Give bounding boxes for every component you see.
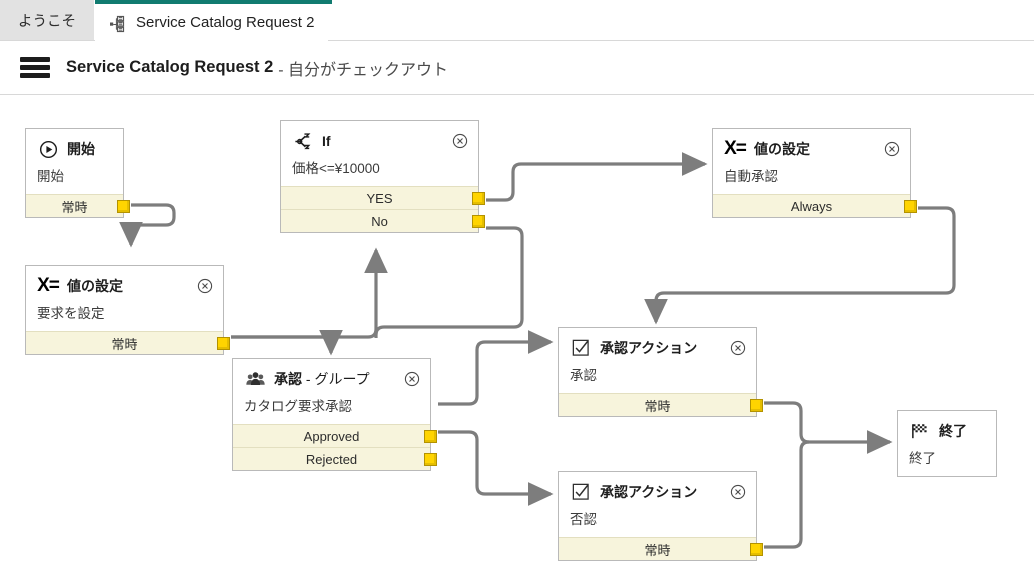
node-set-values-request-port-label: 常時 bbox=[111, 336, 138, 352]
node-approval-group-title: 承認 - グループ bbox=[274, 369, 398, 389]
node-if-port-no-dot[interactable] bbox=[472, 215, 485, 228]
node-approval-action-reject-header: 承認アクション bbox=[559, 472, 756, 507]
node-approval-group-port-rejected-dot[interactable] bbox=[424, 453, 437, 466]
node-approval-group-port-rejected[interactable]: Rejected bbox=[233, 447, 437, 470]
node-set-values-request-title: 値の設定 bbox=[67, 278, 123, 294]
wire-start-to-set-values bbox=[119, 203, 176, 248]
tab-bar-underline-gap bbox=[95, 40, 328, 41]
node-approval-action-approve[interactable]: 承認アクション 承認 常時 bbox=[558, 327, 763, 417]
node-approval-action-approve-port-label: 常時 bbox=[644, 398, 671, 414]
wire-reject-action-to-end bbox=[764, 440, 810, 549]
wire-rejected-to-reject-action bbox=[438, 430, 554, 506]
node-if-port-no-label: No bbox=[371, 213, 388, 229]
node-approval-group-title-main: 承認 bbox=[274, 371, 302, 387]
node-approval-group-subtitle: カタログ要求承認 bbox=[244, 399, 352, 414]
node-if[interactable]: If 価格<=¥10000 YES No bbox=[280, 120, 485, 233]
node-approval-action-reject-port-always[interactable]: 常時 bbox=[559, 537, 763, 560]
node-end-subtitle: 終了 bbox=[909, 451, 936, 466]
close-icon[interactable] bbox=[884, 141, 900, 157]
node-approval-action-approve-port-always[interactable]: 常時 bbox=[559, 393, 763, 416]
wire-set-values-to-if bbox=[231, 247, 388, 339]
close-icon[interactable] bbox=[452, 133, 468, 149]
node-approval-group-port-approved-dot[interactable] bbox=[424, 430, 437, 443]
node-approval-group[interactable]: 承認 - グループ カタログ要求承認 Approved Rejected bbox=[232, 358, 437, 471]
node-approval-action-approve-header: 承認アクション bbox=[559, 328, 756, 363]
page-title-status: - 自分がチェックアウト bbox=[278, 61, 449, 79]
branch-icon bbox=[292, 130, 314, 152]
wire-always-to-approve-action bbox=[644, 206, 956, 325]
flag-icon bbox=[909, 420, 931, 442]
set-values-icon: X= bbox=[724, 138, 747, 159]
node-set-values-auto-port-dot[interactable] bbox=[904, 200, 917, 213]
close-icon[interactable] bbox=[730, 484, 746, 500]
node-if-port-yes-label: YES bbox=[366, 190, 393, 206]
node-approval-group-title-suffix: - グループ bbox=[305, 371, 370, 387]
node-if-title: If bbox=[322, 133, 331, 149]
close-icon[interactable] bbox=[730, 340, 746, 356]
close-icon[interactable] bbox=[404, 371, 420, 387]
node-start-port-label: 常時 bbox=[61, 199, 88, 215]
node-approval-action-reject-port-label: 常時 bbox=[644, 542, 671, 558]
node-approval-action-approve-subtitle: 承認 bbox=[570, 368, 597, 383]
node-approval-group-header: 承認 - グループ bbox=[233, 359, 430, 394]
node-if-port-yes[interactable]: YES bbox=[281, 186, 485, 209]
tab-welcome[interactable]: ようこそ bbox=[0, 0, 95, 41]
node-start-title: 開始 bbox=[67, 141, 95, 157]
node-start[interactable]: 開始 開始 常時 bbox=[25, 128, 130, 218]
node-approval-action-approve-title: 承認アクション bbox=[600, 340, 698, 356]
node-set-values-request[interactable]: X= 値の設定 要求を設定 常時 bbox=[25, 265, 230, 355]
node-set-values-auto-port-always[interactable]: Always bbox=[713, 194, 917, 217]
node-set-values-request-subtitle: 要求を設定 bbox=[37, 306, 105, 321]
checkbox-icon bbox=[570, 337, 592, 359]
node-approval-action-reject-title: 承認アクション bbox=[600, 484, 698, 500]
close-icon[interactable] bbox=[197, 278, 213, 294]
node-start-port-always[interactable]: 常時 bbox=[26, 194, 130, 217]
node-approval-action-reject-port-dot[interactable] bbox=[750, 543, 763, 556]
connector-layer bbox=[119, 152, 956, 549]
set-values-icon: X= bbox=[37, 275, 60, 296]
node-approval-action-approve-port-dot[interactable] bbox=[750, 399, 763, 412]
node-start-subtitle: 開始 bbox=[37, 169, 64, 184]
node-set-values-auto-port-label: Always bbox=[790, 198, 833, 214]
node-if-header: If bbox=[281, 121, 478, 156]
wire-if-yes-to-auto-approve bbox=[486, 152, 708, 202]
node-set-values-auto-header: X= 値の設定 bbox=[713, 129, 910, 164]
tab-welcome-label: ようこそ bbox=[18, 14, 76, 30]
node-approval-group-port-rejected-label: Rejected bbox=[305, 451, 358, 467]
wire-approved-to-approve-action bbox=[438, 330, 554, 406]
wire-approve-action-to-end bbox=[764, 401, 893, 454]
node-approval-group-port-approved-label: Approved bbox=[303, 428, 360, 444]
tab-service-catalog-label: Service Catalog Request 2 bbox=[136, 14, 315, 31]
tab-bar: ようこそ Service Catalog Request 2 bbox=[0, 0, 1034, 41]
node-start-header: 開始 bbox=[26, 129, 123, 164]
node-set-values-request-port-always[interactable]: 常時 bbox=[26, 331, 230, 354]
tab-service-catalog-request-2[interactable]: Service Catalog Request 2 bbox=[95, 0, 333, 41]
node-if-port-no[interactable]: No bbox=[281, 209, 485, 232]
node-end-header: 終了 bbox=[898, 411, 996, 446]
wire-set-values-to-approval-group bbox=[231, 329, 343, 356]
node-approval-action-reject[interactable]: 承認アクション 否認 常時 bbox=[558, 471, 763, 561]
page-title: Service Catalog Request 2 bbox=[66, 58, 274, 76]
node-approval-action-reject-subtitle: 否認 bbox=[570, 512, 597, 527]
node-if-subtitle: 価格<=¥10000 bbox=[292, 161, 380, 176]
play-circle-icon bbox=[37, 138, 59, 160]
node-set-values-request-port-dot[interactable] bbox=[217, 337, 230, 350]
tab-bar-underline bbox=[0, 40, 1034, 41]
node-set-values-auto-approve[interactable]: X= 値の設定 自動承認 Always bbox=[712, 128, 917, 218]
workflow-canvas[interactable]: 開始 開始 常時 X= 値の設定 要求を設定 常時 bbox=[0, 95, 1034, 587]
node-end-title: 終了 bbox=[939, 423, 967, 439]
node-if-port-yes-dot[interactable] bbox=[472, 192, 485, 205]
node-start-port-dot[interactable] bbox=[117, 200, 130, 213]
workflow-icon bbox=[109, 15, 127, 33]
node-set-values-auto-title: 値の設定 bbox=[754, 141, 810, 157]
node-approval-group-port-approved[interactable]: Approved bbox=[233, 424, 437, 447]
wire-if-no-loop bbox=[374, 226, 524, 338]
checkbox-icon bbox=[570, 481, 592, 503]
node-set-values-request-header: X= 値の設定 bbox=[26, 266, 223, 301]
hamburger-icon[interactable] bbox=[20, 57, 50, 78]
node-set-values-auto-subtitle: 自動承認 bbox=[724, 169, 778, 184]
title-bar: Service Catalog Request 2 - 自分がチェックアウト bbox=[0, 41, 1034, 95]
node-end[interactable]: 終了 終了 bbox=[897, 410, 997, 477]
group-icon bbox=[244, 368, 266, 390]
